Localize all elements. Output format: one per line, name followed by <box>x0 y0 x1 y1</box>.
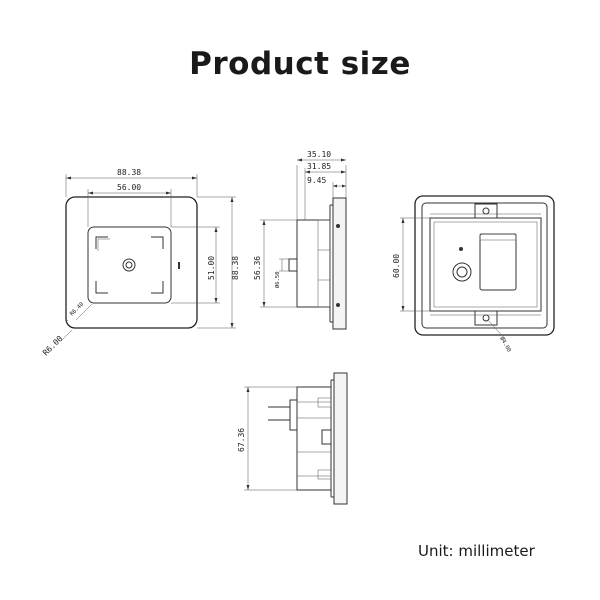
dim-front-height-outer: 88.38 <box>231 256 240 280</box>
dim-front-height-inner: 51.00 <box>207 256 216 280</box>
bottom-view <box>244 372 348 505</box>
dim-bottom-height: 67.36 <box>237 428 246 452</box>
dim-back-hole-dia: Ø4.00 <box>498 336 512 354</box>
front-knob <box>122 258 136 272</box>
dim-side-body-height: 56.36 <box>253 256 262 280</box>
front-plate-outline <box>65 196 198 329</box>
dim-side-depth-mid: 31.85 <box>307 162 331 171</box>
back-view <box>400 195 555 341</box>
front-view <box>61 174 236 341</box>
dim-front-width-inner: 56.00 <box>117 183 141 192</box>
dim-side-knob-dia: Ø6.50 <box>274 271 281 288</box>
front-inner-frame <box>87 226 172 304</box>
dim-front-corner-radius: R6.00 <box>41 334 65 358</box>
page-title: Product size <box>189 46 411 82</box>
dim-front-width-outer: 88.38 <box>117 168 141 177</box>
dim-side-depth-total: 35.10 <box>307 150 331 159</box>
dim-front-small-radius: R6.40 <box>69 301 85 317</box>
dim-side-depth-front: 9.45 <box>307 176 326 185</box>
side-view <box>260 158 347 330</box>
dim-back-mount-height: 60.00 <box>392 254 401 278</box>
unit-label: Unit: millimeter <box>418 542 535 560</box>
